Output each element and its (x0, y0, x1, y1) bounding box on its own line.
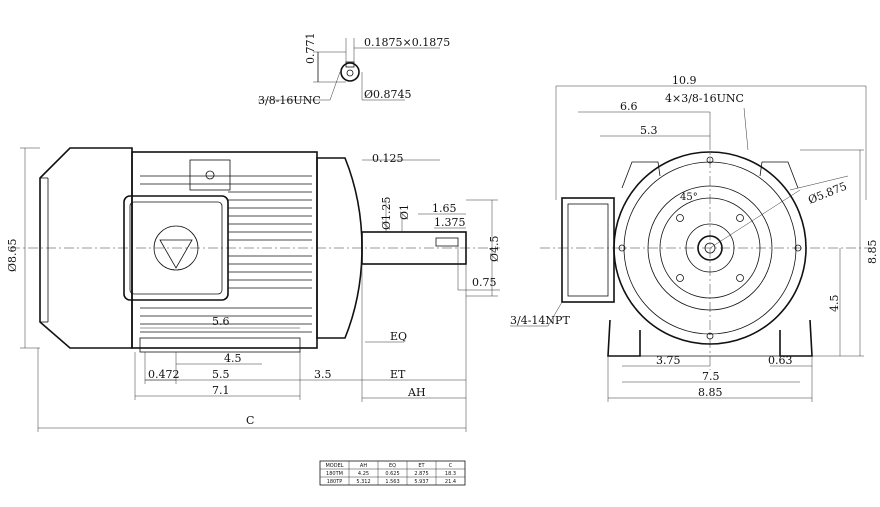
table-header-cell: AH (360, 463, 367, 469)
keyway-detail: 0.1875×0.1875 0.771 3/8-16UNC Ø0.8745 (258, 33, 450, 107)
dim-55: 5.5 (212, 368, 230, 381)
flange-pilot (647, 185, 773, 311)
table-header-cell: MODEL (325, 463, 343, 469)
terminal-box (123, 195, 229, 301)
table-header-cell: ET (418, 463, 425, 469)
dim-et: ET (390, 368, 406, 381)
table-cell: 180TM (326, 471, 343, 477)
dim-holes: 4×3/8-16UNC (665, 92, 744, 105)
dim-66: 6.6 (620, 100, 638, 113)
dim-75: 7.5 (702, 370, 720, 383)
table-cell: 21.4 (445, 479, 456, 485)
table-cell: 18.3 (445, 471, 456, 477)
dim-0125: 0.125 (372, 152, 404, 165)
keyway-depth: 0.771 (304, 33, 317, 65)
dim-1375: 1.375 (434, 216, 466, 229)
table-cell: 2.875 (414, 471, 428, 477)
dim-063: 0.63 (768, 354, 793, 367)
table-cell: 4.25 (358, 471, 369, 477)
side-view: 0.125 Ø1.25 Ø1 1.65 1.375 Ø4.5 0.75 Ø8.6… (6, 147, 501, 432)
dim-375: 3.75 (656, 354, 681, 367)
right-foot (779, 319, 813, 357)
table-header-cell: C (449, 463, 453, 469)
dim-45-vertical: 4.5 (828, 295, 841, 313)
dim-eq: EQ (390, 330, 407, 343)
terminal-box-side (561, 197, 615, 303)
bolt-hole (736, 214, 744, 222)
dim-885-vertical: 8.85 (866, 240, 879, 265)
dim-diam-1: Ø1 (398, 204, 411, 220)
table-cell: 1.563 (385, 479, 399, 485)
dim-35: 3.5 (314, 368, 332, 381)
dim-885-horizontal: 8.85 (698, 386, 723, 399)
keyway-key-size: 0.1875×0.1875 (364, 36, 450, 49)
table-cell: 5.937 (414, 479, 428, 485)
dim-45deg: 45° (680, 192, 698, 203)
front-view: 10.9 4×3/8-16UNC 6.6 5.3 45° Ø5.875 8.85… (510, 74, 879, 402)
logo-circle-icon (153, 225, 199, 271)
table-header-cell: EQ (389, 463, 396, 469)
shaft-end (697, 235, 723, 261)
dim-53: 5.3 (640, 124, 658, 137)
dim-165: 1.65 (432, 202, 457, 215)
dim-diam-45: Ø4.5 (488, 235, 501, 262)
dim-109: 10.9 (672, 74, 697, 87)
dim-45: 4.5 (224, 352, 242, 365)
dim-diam-5875: Ø5.875 (806, 180, 848, 207)
bolt-hole (736, 274, 744, 282)
dim-ah: AH (407, 386, 426, 399)
dim-56: 5.6 (212, 315, 230, 328)
dim-075: 0.75 (472, 276, 497, 289)
table-cell: 5.312 (356, 479, 370, 485)
dimension-table: MODEL AH EQ ET C 180TM 4.25 0.625 2.875 18.3 180TP… (319, 460, 466, 486)
dim-71: 7.1 (212, 384, 230, 397)
dim-diam-125: Ø1.25 (380, 196, 393, 230)
dim-c: C (246, 414, 254, 427)
bolt-hole (676, 274, 684, 282)
dim-0472: 0.472 (148, 368, 180, 381)
shaft (361, 231, 467, 265)
table-cell: 0.625 (385, 471, 399, 477)
bolt-hole (676, 214, 684, 222)
dim-diam-865: Ø8.65 (6, 238, 19, 272)
mount-feet (139, 337, 301, 353)
table-cell: 180TP (327, 479, 343, 485)
keyway-thread: 3/8-16UNC (258, 94, 321, 107)
left-foot (607, 319, 641, 357)
keyway-diameter: Ø0.8745 (364, 88, 412, 101)
dim-npt: 3/4-14NPT (510, 314, 570, 327)
table-frame (319, 460, 466, 486)
